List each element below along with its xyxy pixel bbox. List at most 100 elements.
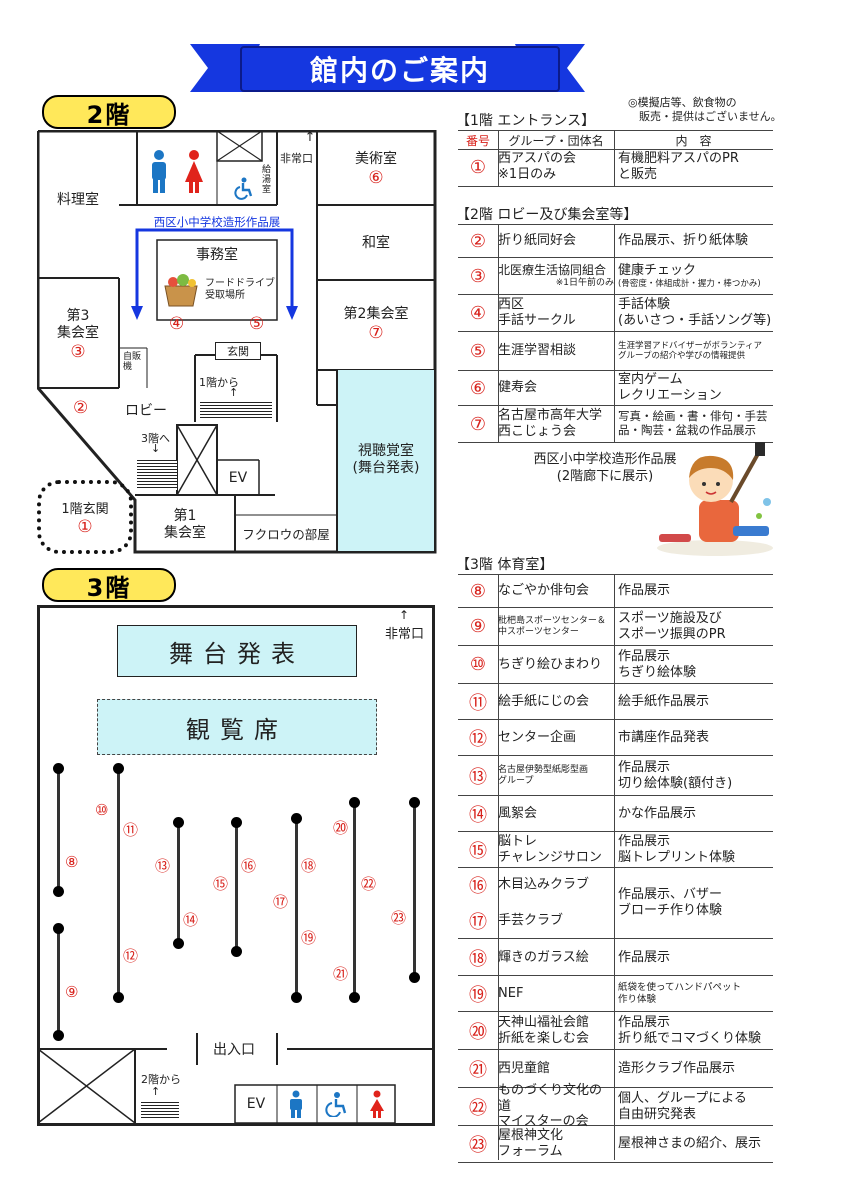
row-number: ㉑ xyxy=(469,1059,487,1081)
sec2-top-rule xyxy=(458,224,773,225)
row-group: 西児童館 xyxy=(498,1060,551,1076)
row-content: 屋根神さまの紹介、展示 xyxy=(618,1136,762,1152)
row-group: ちぎり絵ひまわり xyxy=(498,656,603,672)
row-group: 手芸クラブ xyxy=(498,913,564,929)
floor2-num-5: ⑤ xyxy=(249,314,265,334)
booth-line-22-23 xyxy=(409,797,420,983)
booth-8: ⑧ xyxy=(65,853,79,871)
owl-room: フクロウの部屋 xyxy=(242,526,330,542)
row-number: ⑮ xyxy=(469,840,487,862)
row-content: 絵手紙作品展示 xyxy=(618,693,710,709)
lobby-label: ロビー xyxy=(125,403,167,419)
sec1-col-rule-2 xyxy=(614,130,615,186)
floor3-elevator: EV xyxy=(246,1095,266,1112)
floor3-tag: 3階 xyxy=(42,568,176,602)
table-row: ① 西アスパの会 ※1日のみ 有機肥料アスパのPR と販売 xyxy=(458,148,773,187)
col-content: 内 容 xyxy=(675,133,712,148)
row-number: ⑯ xyxy=(469,876,487,897)
booth-19: ⑲ xyxy=(301,929,317,947)
row-content: 作品展示 xyxy=(618,583,671,599)
sec2-col-rule-2 xyxy=(614,225,615,442)
stage-area: 舞台発表 xyxy=(117,625,357,677)
painter-girl-icon xyxy=(657,442,773,556)
entrance-1f: 1階玄関 ① xyxy=(37,480,133,554)
booth-18: ⑱ xyxy=(301,857,317,875)
up-arrow-icon: ↑ xyxy=(229,386,239,399)
floor3-emergency-exit: 非常口 xyxy=(385,627,425,642)
row-group: 風絮会 xyxy=(498,805,538,821)
row-number: ⑫ xyxy=(469,728,487,750)
water-room-label: 給湯室 xyxy=(262,165,272,195)
office-room: 事務室 xyxy=(196,246,238,263)
floor2-walls xyxy=(37,130,437,554)
booth-line-20-21 xyxy=(349,797,360,1003)
floor2-num-4: ④ xyxy=(169,314,185,334)
entrance-label: 玄関 xyxy=(215,342,261,360)
row-content: 作品展示 脳トレプリント体験 xyxy=(618,833,736,865)
row-content: 作品展示 xyxy=(618,949,671,965)
booth-line-15-16 xyxy=(231,817,242,957)
booth-line-13-14 xyxy=(173,817,184,949)
table-header: 番号 グループ・団体名 内 容 xyxy=(458,130,773,150)
row-number: ⑩ xyxy=(469,654,487,675)
japanese-room: 和室 xyxy=(362,234,390,251)
row-group: 天神山福祉会館 折紙を楽しむ会 xyxy=(498,1014,590,1046)
row-number: ⑰ xyxy=(469,912,487,933)
booth-16: ⑯ xyxy=(241,857,257,875)
row-group: センター企画 xyxy=(498,729,577,745)
booth-9: ⑨ xyxy=(65,983,79,1001)
row-number: ⑭ xyxy=(469,804,487,826)
table-row: ⑰ 手芸クラブ 作品展示、バザー ブローチ作り体験 xyxy=(458,887,773,939)
floor3-exit: 出入口 xyxy=(209,1039,259,1059)
row-content: 作品展示、バザー ブローチ作り体験 xyxy=(618,887,723,918)
audience-seats: 観覧席 xyxy=(97,699,377,755)
booth-23: ㉓ xyxy=(391,909,407,927)
food-drive-label: フードドライブ受取場所 xyxy=(205,278,275,301)
booth-line-10-12 xyxy=(113,763,124,1003)
row-content: 作品展示 折り紙でコマづくり体験 xyxy=(618,1014,762,1046)
floor3-women-restroom-icon xyxy=(370,1090,384,1118)
men-restroom-icon xyxy=(152,150,166,193)
floor3-up-arrow-icon: ↑ xyxy=(151,1085,161,1098)
stairs-to-3f xyxy=(137,460,177,490)
row-group: 絵手紙にじの会 xyxy=(498,693,590,709)
sec2-col-rule-1 xyxy=(498,225,499,442)
page-title: 館内のご案内 xyxy=(240,46,560,92)
row-group: NEF xyxy=(498,985,524,1001)
sec1-heading: 【1階 エントランス】 xyxy=(456,113,596,129)
row-content: かな作品展示 xyxy=(618,805,697,821)
row-number: ⑨ xyxy=(469,616,487,637)
row-group: ものづくり文化の道 マイスターの会 xyxy=(498,1083,603,1130)
sec2-heading: 【2階 ロビー及び集会室等】 xyxy=(456,207,638,223)
row-content: 造形クラブ作品展示 xyxy=(618,1060,736,1076)
row-content: スポーツ施設及び スポーツ振興のPR xyxy=(618,610,726,642)
floor2-tag: 2階 xyxy=(42,95,176,129)
accessible-restroom-icon xyxy=(232,176,256,200)
exhibit-note: 西区小中学校造形作品展 (2階廊下に展示) xyxy=(533,452,677,484)
floor3-map: ↑ 非常口 舞台発表 観覧席 ⑧ ⑨ ⑩ ⑪ ⑫ ⑬ ⑭ ⑮ ⑯ ⑰ ⑱ ⑲ ⑳… xyxy=(37,605,435,1126)
food-basket-icon xyxy=(164,274,198,307)
av-room: 視聴覚室 (舞台発表) xyxy=(352,443,420,476)
row-number: ㉒ xyxy=(469,1097,487,1119)
row-group: なごやか俳句会 xyxy=(498,583,590,599)
cooking-room: 料理室 xyxy=(57,191,99,208)
booth-11: ⑪ xyxy=(123,821,139,839)
stairs-from-1f xyxy=(200,402,272,420)
booth-20: ⑳ xyxy=(333,819,349,837)
row-number: ⑬ xyxy=(469,766,487,788)
stairs-from-2f xyxy=(141,1102,179,1120)
food-notice: ◎模擬店等、飲食物の 販売・提供はございません。 xyxy=(628,96,782,123)
